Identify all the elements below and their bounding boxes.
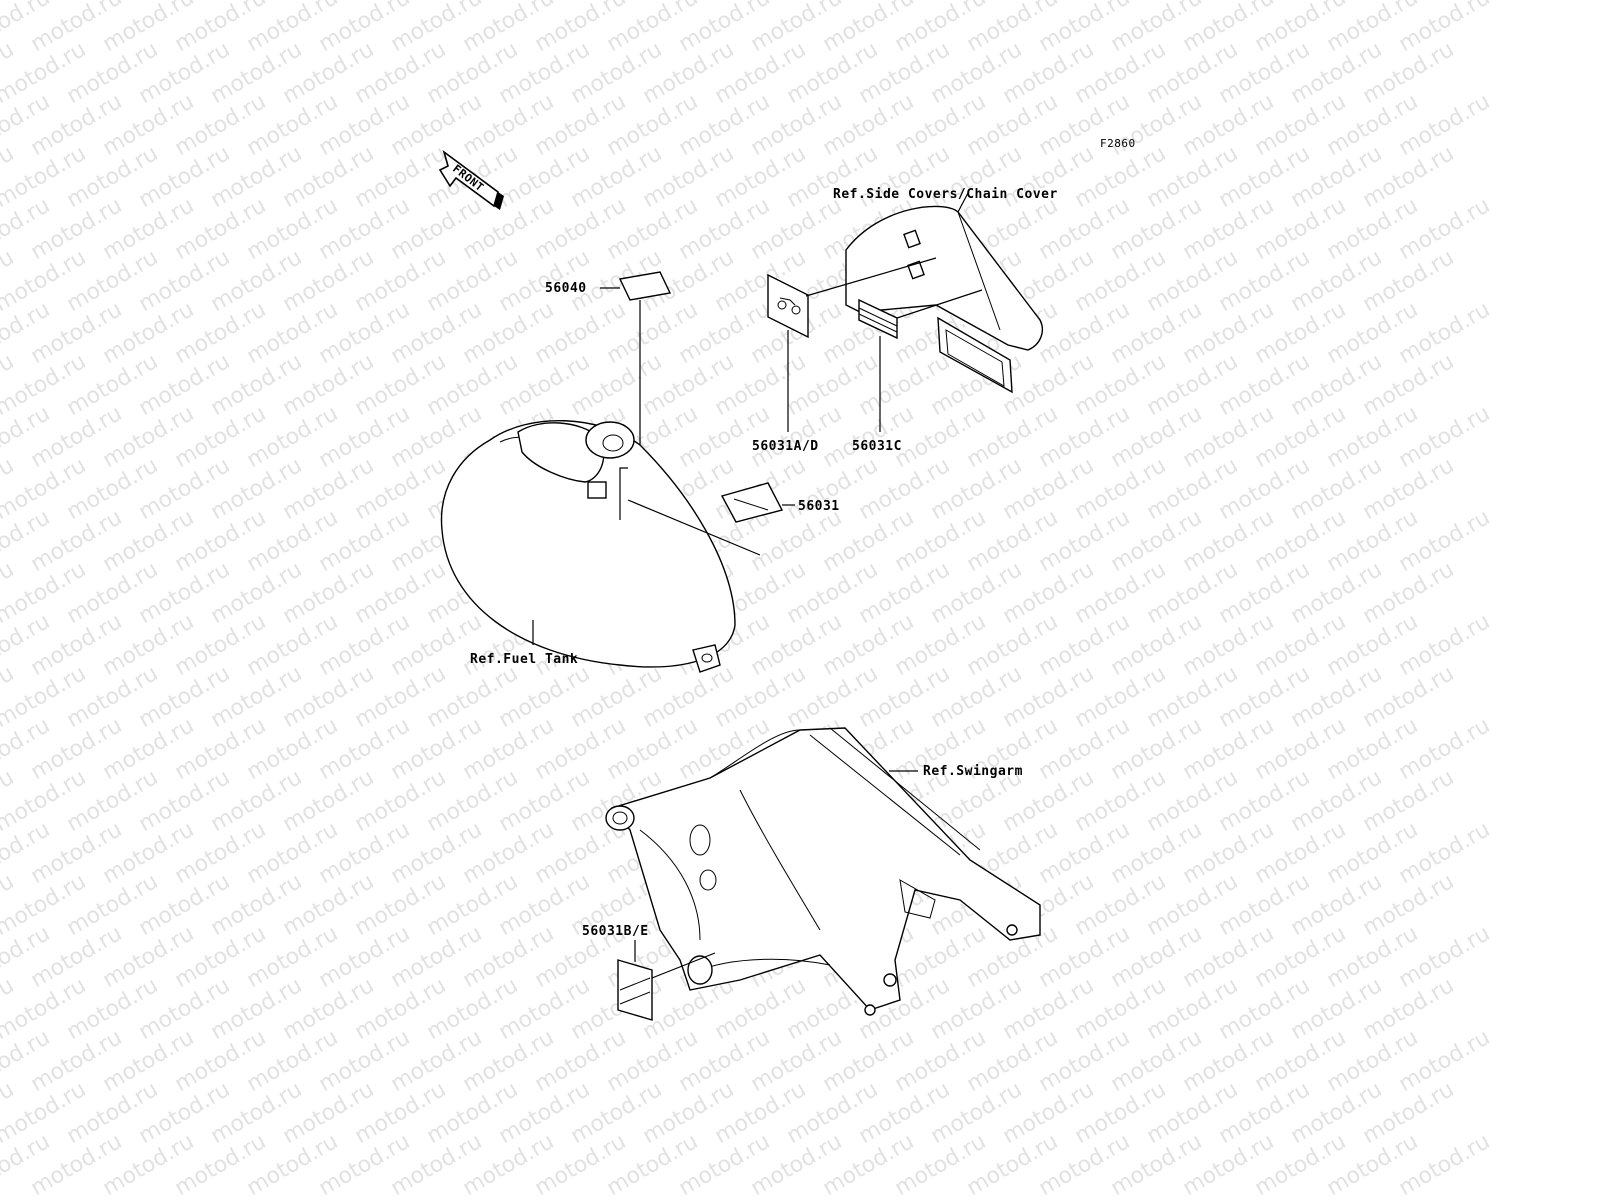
label-56031be: 56031B/E [582,924,649,939]
swingarm [605,727,1041,1016]
label-56031ad-decal [767,273,809,339]
label-56040-decal [618,271,672,301]
label-fuel-tank: Ref.Fuel Tank [470,652,578,667]
side-cover-chain-cover [845,205,1044,394]
watermark-layer: motod.rumotod.rumotod.rumotod.rumotod.ru… [0,0,1494,1200]
fuel-tank [440,419,736,673]
label-56031: 56031 [798,499,840,514]
label-56031-decal [720,482,784,523]
side-covers-leader [957,192,969,213]
label-56031ad: 56031A/D [752,439,819,454]
label-swingarm: Ref.Swingarm [923,764,1023,779]
label-56040: 56040 [545,281,587,296]
label-56031c: 56031C [852,439,902,454]
label-56031be-decal [617,959,653,1021]
tank-leader [619,467,628,520]
label-side-covers: Ref.Side Covers/Chain Cover [833,187,1058,202]
figure-code: F2860 [1100,137,1136,150]
label-56031c-decal [858,298,898,340]
